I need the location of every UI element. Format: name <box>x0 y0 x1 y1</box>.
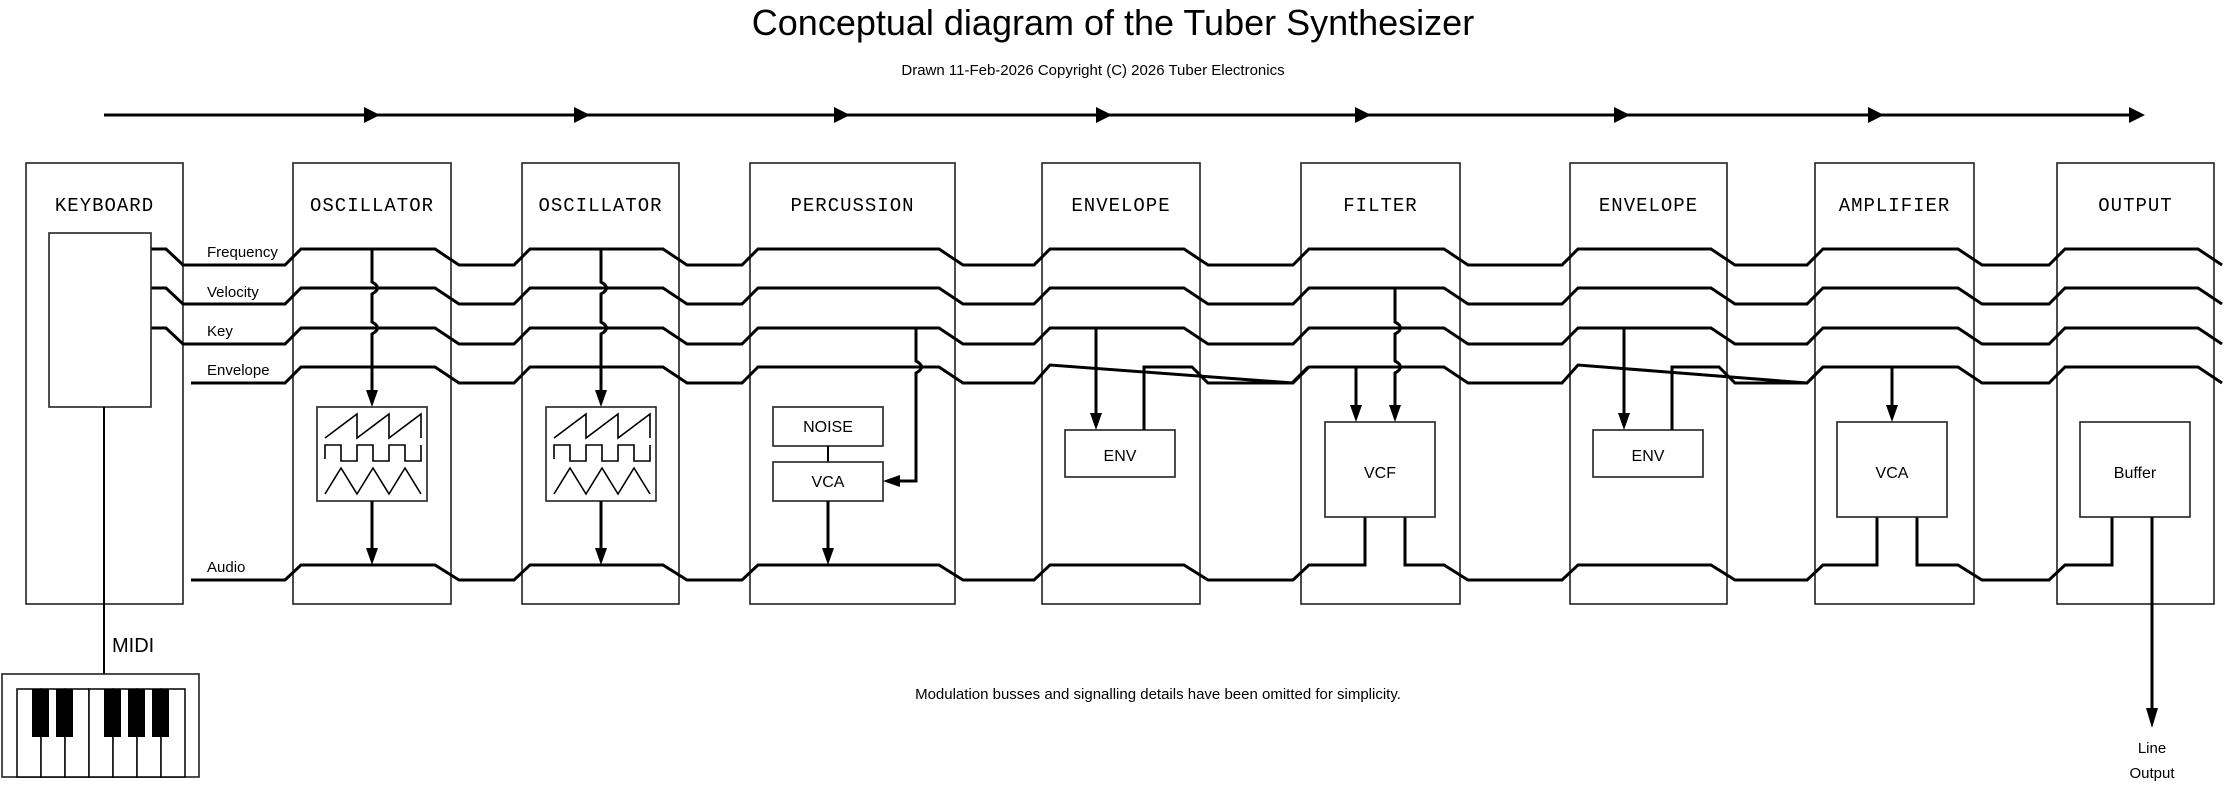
line-output-label-line2: Output <box>2129 765 2175 782</box>
velocity-to-vcf-wire <box>1393 288 1402 408</box>
arrowhead-left-icon <box>883 475 900 487</box>
env2-to-envelope-bus-wire <box>1670 365 1825 430</box>
amplifier-vca-block: VCA <box>1836 421 1948 518</box>
module-label-oscillator-1: OSCILLATOR <box>310 195 434 217</box>
arrowhead-down-icon <box>822 548 834 565</box>
module-boxes: KEYBOARD OSCILLATOR OSCILLATOR PERCUSSION EN… <box>25 162 2215 605</box>
midi-label: MIDI <box>112 635 154 657</box>
diagram-title: Conceptual diagram of the Tuber Synthesi… <box>752 2 1474 43</box>
triangle-wave <box>553 466 651 496</box>
percussion-vca-label: VCA <box>812 474 845 491</box>
bus-label-frequency: Frequency <box>207 244 278 261</box>
module-label-envelope-1: ENVELOPE <box>1071 195 1170 217</box>
line-output-label-line1: Line <box>2138 740 2166 757</box>
piano-black-key <box>32 689 49 737</box>
piano-black-key <box>104 689 121 737</box>
arrowhead-down-icon <box>595 548 607 565</box>
velocity-bus <box>151 286 2223 306</box>
arrowhead-down-icon <box>1389 405 1401 422</box>
bus-label-velocity: Velocity <box>207 284 259 301</box>
freq-to-osc2-wire <box>599 249 608 393</box>
module-envelope-2 <box>1569 162 1728 605</box>
module-label-oscillator-2: OSCILLATOR <box>538 195 662 217</box>
arrowhead-down-icon <box>1618 413 1630 430</box>
square-wave <box>553 444 651 462</box>
piano-black-key <box>56 689 73 737</box>
triangle-wave <box>324 466 422 496</box>
module-label-amplifier: AMPLIFIER <box>1839 195 1951 217</box>
freq-to-osc1-wire <box>370 249 379 393</box>
buffer-block: Buffer <box>2079 421 2191 518</box>
connection-wires <box>366 249 2158 728</box>
module-oscillator-2 <box>521 162 680 605</box>
waveforms-icon <box>324 412 422 496</box>
piano-keyboard-icon <box>1 673 200 778</box>
module-label-envelope-2: ENVELOPE <box>1599 195 1698 217</box>
arrowhead-down-icon <box>366 548 378 565</box>
flow-arrowhead-icon <box>364 107 380 123</box>
module-label-keyboard: KEYBOARD <box>55 195 154 217</box>
envelope-bus <box>191 363 2223 385</box>
module-oscillator-1 <box>292 162 452 605</box>
flow-arrowhead-icon <box>1614 107 1630 123</box>
signal-flow-arrows <box>104 107 2145 123</box>
key-to-percussion-vca-wire <box>898 328 923 483</box>
module-label-filter: FILTER <box>1343 195 1417 217</box>
footnote: Modulation busses and signalling details… <box>915 686 1401 703</box>
signal-busses <box>151 247 2223 582</box>
square-wave <box>324 444 422 462</box>
arrowhead-down-icon <box>1886 405 1898 422</box>
flow-arrowhead-icon <box>1096 107 1112 123</box>
amp-vca-label: VCA <box>1876 465 1909 482</box>
module-envelope-1 <box>1041 162 1201 605</box>
module-label-percussion: PERCUSSION <box>790 195 914 217</box>
flow-arrowhead-icon <box>2129 107 2145 123</box>
piano-black-key <box>152 689 169 737</box>
bus-label-envelope: Envelope <box>207 362 270 379</box>
noise-label: NOISE <box>803 419 853 436</box>
oscillator-2-waveform-block <box>545 406 657 502</box>
bus-label-audio: Audio <box>207 559 245 576</box>
env2-label: ENV <box>1632 448 1665 465</box>
frequency-bus <box>151 247 2223 267</box>
waveforms-icon <box>553 412 651 496</box>
envelope-1-block: ENV <box>1064 429 1176 478</box>
module-amplifier <box>1814 162 1975 605</box>
flow-arrowhead-icon <box>574 107 590 123</box>
flow-arrowhead-icon <box>834 107 850 123</box>
arrowhead-down-icon <box>2146 708 2158 728</box>
module-label-output: OUTPUT <box>2098 195 2172 217</box>
piano-black-key <box>128 689 145 737</box>
sawtooth-wave <box>553 412 651 440</box>
audio-bus <box>191 517 2114 582</box>
module-filter <box>1300 162 1461 605</box>
env1-to-envelope-bus-wire <box>1142 365 1310 430</box>
diagram-subtitle: Drawn 11-Feb-2026 Copyright (C) 2026 Tub… <box>901 62 1284 79</box>
keyboard-controller-box <box>48 232 152 408</box>
sawtooth-wave <box>324 412 422 440</box>
flow-arrowhead-icon <box>1868 107 1884 123</box>
noise-block: NOISE <box>772 406 884 447</box>
bus-label-key: Key <box>207 323 233 340</box>
module-percussion <box>749 162 956 605</box>
arrowhead-down-icon <box>595 390 607 407</box>
env1-label: ENV <box>1104 448 1137 465</box>
vcf-block: VCF <box>1324 421 1436 518</box>
module-output <box>2056 162 2215 605</box>
arrowhead-down-icon <box>1090 413 1102 430</box>
key-bus <box>151 326 2223 346</box>
buffer-label: Buffer <box>2114 465 2157 482</box>
flow-arrowhead-icon <box>1355 107 1371 123</box>
percussion-vca-block: VCA <box>772 461 884 502</box>
envelope-2-block: ENV <box>1592 429 1704 478</box>
arrowhead-down-icon <box>1350 405 1362 422</box>
vcf-label: VCF <box>1364 465 1396 482</box>
arrowhead-down-icon <box>366 390 378 407</box>
oscillator-1-waveform-block <box>316 406 428 502</box>
